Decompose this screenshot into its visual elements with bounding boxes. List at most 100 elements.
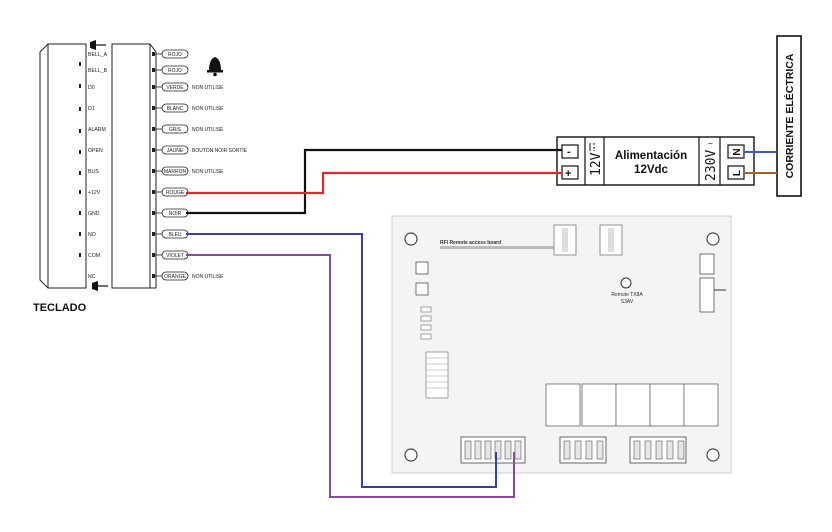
dc-plus-label: + xyxy=(565,168,571,180)
terminal-screw xyxy=(677,440,685,460)
wire-tag-color: NOIR xyxy=(169,211,182,217)
wire-tag-pill xyxy=(161,166,189,176)
wire-tag-color: BLEU xyxy=(168,232,181,238)
dc-voltage-label: 12V xyxy=(589,152,604,176)
dc-minus-terminal xyxy=(561,144,579,159)
wire-tag-note: BOUTON NOIR SORTIE xyxy=(192,148,248,154)
wire-tag-color: JAUNE xyxy=(167,148,184,154)
wire-tag-pill xyxy=(161,124,189,134)
keypad-pin-label: D1 xyxy=(88,106,95,112)
terminal-screw xyxy=(464,440,472,460)
keypad-terminal xyxy=(152,232,155,236)
terminal-screw xyxy=(494,440,502,460)
keypad-pin-label: D0 xyxy=(88,85,95,91)
keypad-pin-label: BUS xyxy=(88,169,99,175)
keypad-pin-label: BELL_B xyxy=(88,68,108,74)
power-supply-voltage: 12Vdc xyxy=(634,164,668,176)
wire-tag-pill xyxy=(161,65,189,75)
up-arrow-icon xyxy=(90,40,106,50)
wires xyxy=(186,148,777,498)
keypad-pin-label: OPEN xyxy=(88,148,103,154)
keypad-terminal xyxy=(152,211,155,215)
terminal-screw xyxy=(474,440,482,460)
keypad-terminal xyxy=(152,169,155,173)
keypad-pin-label: ALARM xyxy=(88,127,106,133)
terminal-screw xyxy=(574,440,582,460)
terminal-screw xyxy=(655,440,663,460)
dc-minus-label: - xyxy=(567,146,571,158)
keypad-terminal xyxy=(152,274,155,278)
wire-tag-note: NON UTILISE xyxy=(192,85,224,91)
keypad-pin-label: COM xyxy=(88,253,100,259)
keypad-pin-label: +12V xyxy=(88,190,101,196)
keypad-terminal xyxy=(152,106,155,110)
wire-tag-color: GRIS xyxy=(169,127,182,133)
board-model-sub: S3AV xyxy=(621,299,634,305)
terminal-screw xyxy=(633,440,641,460)
wire-tag-color: MARRON xyxy=(164,169,187,175)
wire-tag-color: ROUGE xyxy=(166,190,185,196)
control-board: RFI Remote access board Remote TX8A S3AV xyxy=(391,215,732,474)
keypad-terminal xyxy=(152,148,155,152)
wire-tags: ROJO ROJO VERDE NON UTILISE BLANC NON UTILISE… xyxy=(155,49,248,281)
keypad-pin-label: BELL_A xyxy=(88,52,108,58)
keypad-notches xyxy=(79,62,81,257)
wire-tag-color: ROJO xyxy=(168,68,182,74)
wire-purple-com xyxy=(186,254,515,498)
wire-blue-no xyxy=(186,233,497,488)
keypad-terminal xyxy=(152,190,155,194)
keypad-terminal xyxy=(152,127,155,131)
wire-black-gnd xyxy=(186,148,562,215)
mains-box: CORRIENTE ELÉCTRICA xyxy=(776,35,802,197)
terminal-screws xyxy=(464,440,685,460)
wire-tag-color: ROJO xyxy=(168,52,182,58)
dip-switch-block xyxy=(425,351,449,399)
terminal-screw xyxy=(644,440,652,460)
terminal-screw xyxy=(484,440,492,460)
power-supply: - + 12V Alimentación 12Vdc 230V ~ N L xyxy=(556,136,755,186)
ac-symbol-icon: ~ xyxy=(708,139,713,148)
wire-tag-color: ORANGE xyxy=(164,274,186,280)
keypad-terminal xyxy=(152,68,155,72)
wire-tag-pill xyxy=(161,145,189,155)
keypad-pin-label: GND xyxy=(88,211,100,217)
wire-tag-pill xyxy=(161,49,189,59)
down-arrow-icon xyxy=(92,281,108,291)
terminal-screw xyxy=(596,440,604,460)
wire-red-12v xyxy=(186,171,562,195)
terminal-screw xyxy=(666,440,674,460)
keypad-pin-label: NO xyxy=(88,232,96,238)
wire-tag-color: VIOLET xyxy=(166,253,184,259)
bell-icon xyxy=(207,57,223,77)
dc-symbol-icon xyxy=(589,143,595,151)
terminal-screw xyxy=(585,440,593,460)
board-title: RFI Remote access board xyxy=(440,240,501,246)
wire-tag-pill xyxy=(161,271,189,281)
keypad: TECLADO BELL_ABELL_BD0D1ALARMOPENBUS+12V… xyxy=(33,40,248,314)
relay-row xyxy=(545,383,719,427)
keypad-pin-label: NC xyxy=(88,274,96,280)
keypad-terminal xyxy=(152,85,155,89)
terminal-screw xyxy=(504,440,512,460)
mounting-holes xyxy=(404,232,720,462)
keypad-terminal xyxy=(152,253,155,257)
wire-tag-note: NON UTILISE xyxy=(192,106,224,112)
board-logo-icon xyxy=(620,277,632,289)
keypad-terminal xyxy=(152,52,155,56)
power-supply-title: Alimentación xyxy=(615,150,687,162)
board-model: Remote TX8A xyxy=(611,292,643,298)
ac-n-label: N xyxy=(732,148,743,155)
wire-tag-color: BLANC xyxy=(167,106,184,112)
wire-tag-note: NON UTILISE xyxy=(192,169,224,175)
mains-label: CORRIENTE ELÉCTRICA xyxy=(783,53,796,178)
terminal-screw xyxy=(514,440,522,460)
wire-tag-pill xyxy=(161,103,189,113)
wire-tag-note: NON UTILISE xyxy=(192,274,224,280)
ac-voltage-label: 230V xyxy=(704,150,719,181)
ac-l-label: L xyxy=(732,170,743,176)
wire-tag-color: VERDE xyxy=(166,85,184,91)
wire-tag-pill xyxy=(161,82,189,92)
wire-tag-note: NON UTILISE xyxy=(192,127,224,133)
